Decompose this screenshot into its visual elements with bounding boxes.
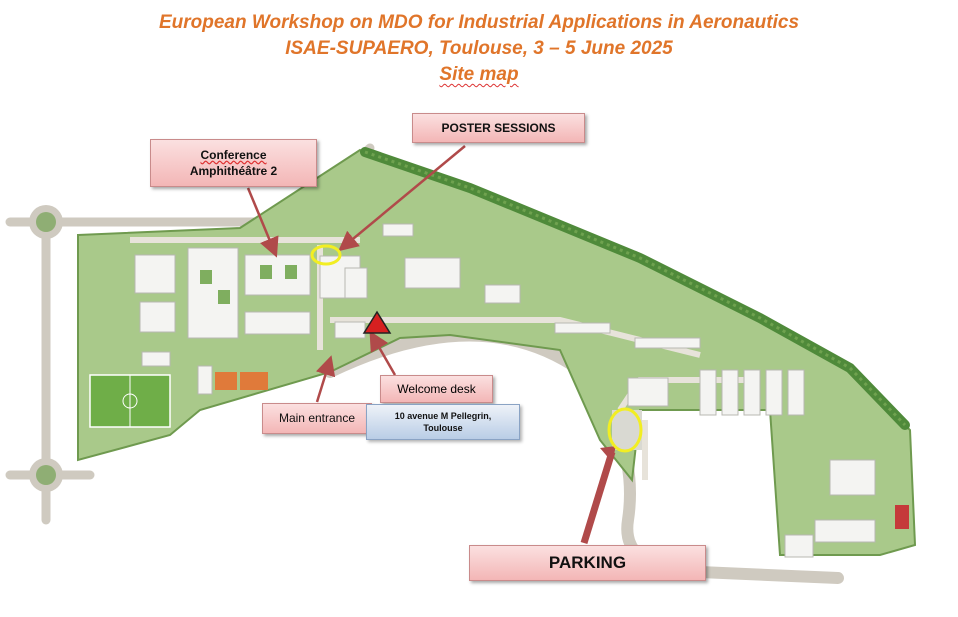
poster-sessions-label: POSTER SESSIONS [412, 113, 585, 143]
header-site-map: Site map [439, 64, 519, 85]
main-entrance-label: Main entrance [262, 403, 372, 434]
entrance-arrow [315, 355, 336, 403]
parking-highlight-circle [607, 407, 643, 453]
red-building [895, 505, 909, 529]
buildings [134, 223, 876, 558]
tennis-court [240, 372, 268, 390]
header-subtitle: ISAE-SUPAERO, Toulouse, 3 – 5 June 2025 [285, 38, 673, 59]
welcome-arrow [369, 330, 397, 376]
address-label: 10 avenue M Pellegrin, Toulouse [366, 404, 520, 440]
poster-highlight-circle [310, 244, 342, 266]
conference-arrow [246, 187, 279, 258]
courtyards [200, 265, 297, 304]
poster-arrow [338, 145, 466, 252]
parking-arrow [580, 450, 616, 545]
tennis-court [215, 372, 237, 390]
campus-area [77, 148, 917, 556]
pointer-arrows [246, 145, 466, 403]
parking-label: PARKING [469, 545, 706, 581]
conference-label: Conference Amphithéâtre 2 [150, 139, 317, 187]
red-triangle-icon [362, 310, 392, 334]
welcome-desk-label: Welcome desk [380, 375, 493, 403]
header-title: European Workshop on MDO for Industrial … [158, 12, 800, 33]
